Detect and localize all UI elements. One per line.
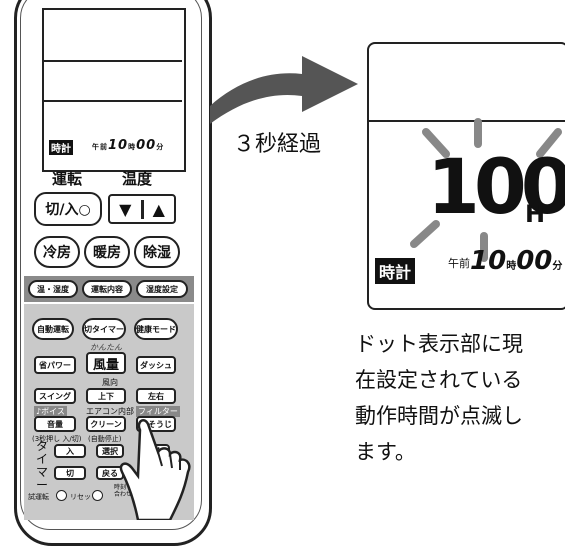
leftright-button[interactable]: 左右 [136, 388, 176, 404]
filter-label: フィルター [136, 406, 180, 417]
off-timer-button[interactable]: 切タイマー [82, 318, 126, 340]
dash-button[interactable]: ダッシュ [136, 356, 176, 374]
clean-button[interactable]: クリーン [86, 416, 126, 432]
lcd-unit: H [525, 200, 546, 228]
volume-button[interactable]: 音量 [34, 416, 76, 432]
auto-operation-button[interactable]: 自動運転 [32, 318, 74, 340]
remote-display-divider [42, 100, 182, 102]
lcd-divider [367, 120, 565, 122]
humidity-setting-button[interactable]: 湿度設定 [136, 280, 188, 298]
remote-display-divider [42, 60, 182, 62]
wind-direction-label: 風向 [102, 378, 118, 387]
health-mode-button[interactable]: 健康モード [134, 318, 178, 340]
temperature-stepper: ▼ ▲ [108, 194, 176, 224]
blink-rays-icon [410, 118, 562, 262]
description: ドット表示部に現 在設定されている 動作時間が点滅し ます。 [355, 326, 565, 470]
elapsed-label: ３秒経過 [233, 132, 322, 157]
hand-icon [119, 419, 191, 520]
remote-clock-tag: 時計 [49, 140, 73, 155]
select-button[interactable]: 選択 [96, 444, 124, 458]
lcd-clock: 10時00分 [470, 246, 563, 276]
aircon-inside-label: エアコン内部 [86, 407, 134, 416]
simple-label: かんたん [90, 343, 122, 352]
temp-up-button[interactable]: ▲ [152, 199, 165, 219]
test-run-button[interactable] [56, 490, 67, 501]
voice-label: ♪ボイス [34, 406, 67, 417]
temperature-label: 温度 [122, 170, 153, 188]
test-run-label: 試運転 [28, 493, 49, 501]
reset-label: リセット [70, 493, 98, 501]
hold-note: (3秒押し 入/切) [32, 435, 82, 443]
temp-humidity-button[interactable]: 温・湿度 [28, 280, 78, 298]
swing-button[interactable]: スイング [34, 388, 76, 404]
heat-button[interactable]: 暖房 [84, 236, 130, 268]
temp-down-button[interactable]: ▼ [110, 199, 144, 219]
description-line: ます。 [355, 440, 416, 464]
timer-label: タイマー [36, 439, 49, 492]
description-line: ドット表示部に現 [355, 332, 523, 356]
lcd-clock-tag: 時計 [375, 258, 416, 284]
description-line: 動作時間が点滅し [355, 404, 523, 428]
dehumidify-button[interactable]: 除湿 [134, 236, 180, 268]
operation-content-button[interactable]: 運転内容 [82, 280, 132, 298]
onoff-button[interactable]: 切/入○ [34, 192, 102, 226]
curved-arrow-icon [210, 56, 358, 124]
fan-speed-button[interactable]: 風量 [86, 352, 126, 374]
updown-button[interactable]: 上下 [86, 388, 126, 404]
time-adjust-label: 時刻合わせ [114, 484, 133, 498]
lcd-ampm: 午前 [448, 257, 470, 270]
remote-clock: 午前10時00分 [92, 138, 165, 153]
timer-off-button[interactable]: 切 [54, 466, 86, 480]
timer-on-button[interactable]: 入 [54, 444, 86, 458]
auto-stop-note: (自動停止) [88, 435, 122, 443]
reset-button[interactable] [92, 490, 103, 501]
power-save-button[interactable]: 省パワー [34, 356, 76, 374]
lcd-value: 100 [427, 142, 565, 231]
operation-label: 運転 [52, 170, 83, 188]
cool-button[interactable]: 冷房 [34, 236, 80, 268]
description-line: 在設定されている [355, 368, 523, 392]
